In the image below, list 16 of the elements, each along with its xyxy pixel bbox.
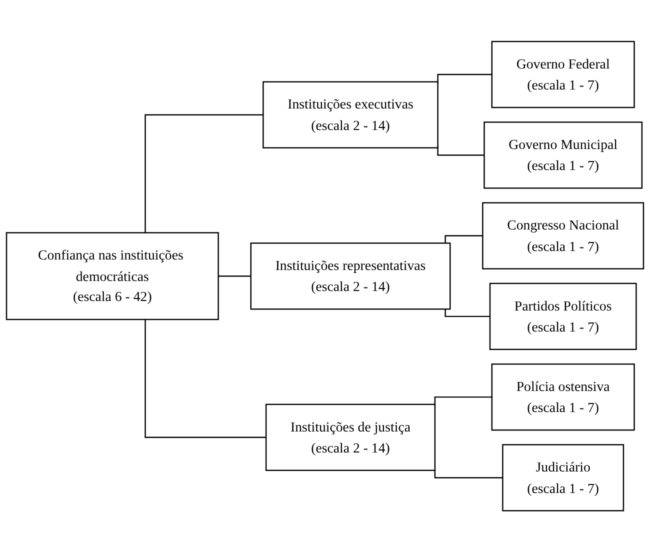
node-box: Governo Federal (escala 1 - 7) — [491, 41, 635, 108]
node-box: Instituições de justiça (escala 2 - 14) — [265, 404, 436, 472]
node-box: Polícia ostensiva (escala 1 - 7) — [491, 364, 635, 432]
node-box: Judiciário (escala 1 - 7) — [502, 444, 624, 512]
connector — [444, 236, 483, 244]
node-box: Confiança nas instituições democráticas (escala 6 - 42) — [6, 232, 219, 320]
node-box: Partidos Políticos (escala 1 - 7) — [489, 283, 637, 350]
connector — [144, 114, 264, 234]
connector — [444, 310, 490, 318]
node-box: Governo Municipal (escala 1 - 7) — [484, 122, 643, 190]
node-box: Instituições representativas (escala 2 - 14) — [250, 242, 451, 310]
connector — [437, 146, 484, 156]
connector — [218, 276, 251, 278]
node-box: Instituições executivas (escala 2 - 14) — [262, 82, 438, 149]
node-box: Congresso Nacional (escala 1 - 7) — [482, 202, 644, 270]
connector — [144, 320, 266, 438]
